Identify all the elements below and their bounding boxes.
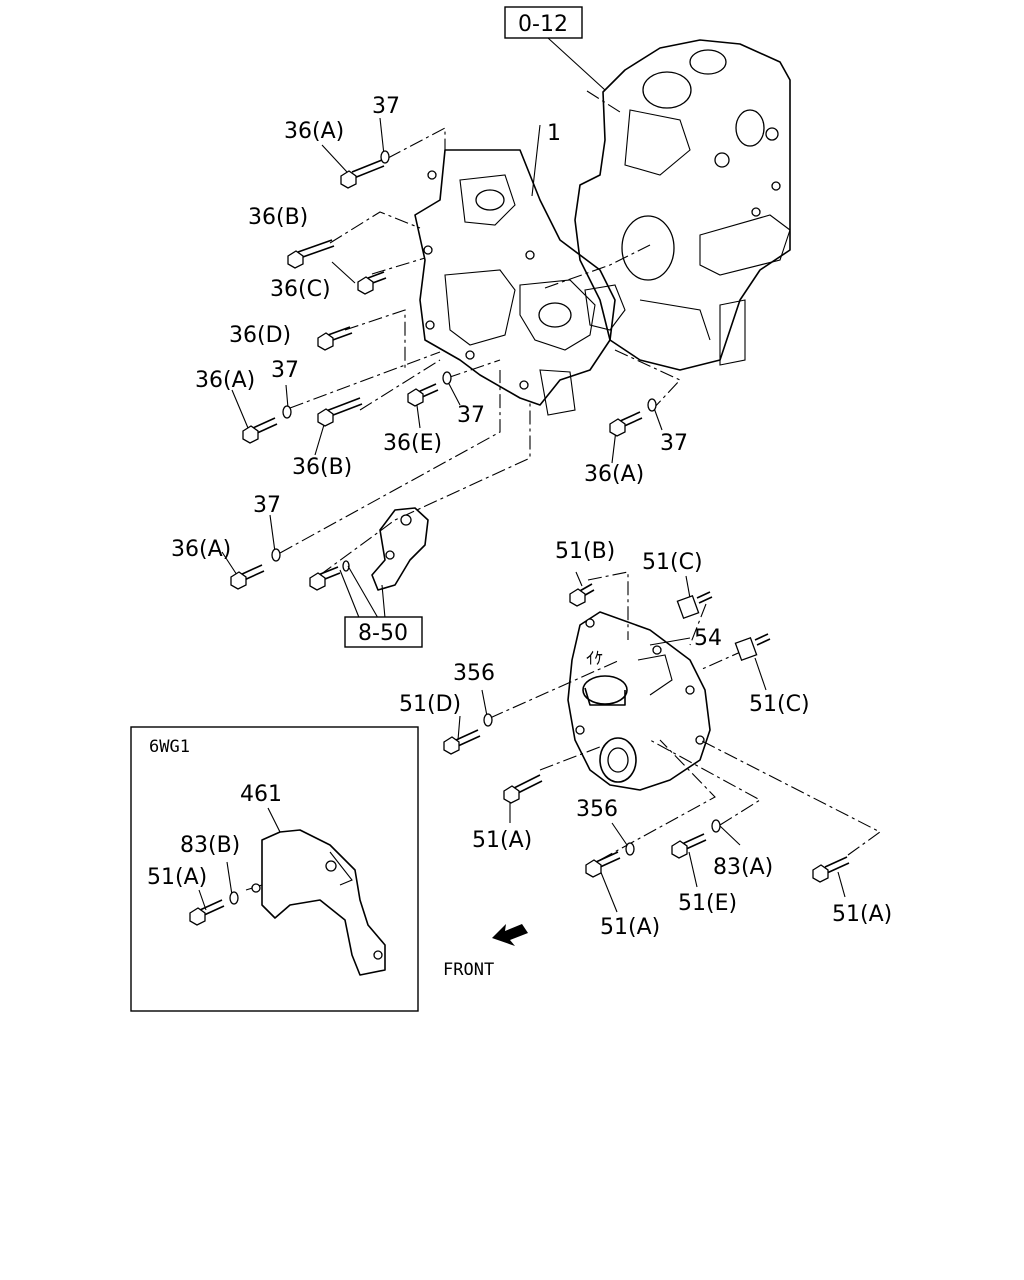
fastener-36A-1 [340, 159, 385, 189]
ref-0-12: 0-12 [518, 12, 568, 37]
cover-461 [261, 829, 386, 976]
fastener-36D [317, 326, 353, 351]
washer-83A [711, 819, 721, 833]
label-36B-b: 36(B) [292, 455, 352, 480]
leader-51A-inset [198, 889, 207, 911]
leader-83B [226, 861, 233, 896]
label-83A: 83(A) [713, 855, 773, 880]
washer-356-2 [625, 842, 635, 856]
leader-461 [267, 807, 281, 833]
label-37-c: 37 [457, 403, 485, 428]
washer-37-2 [282, 405, 292, 419]
label-356-a: 356 [453, 661, 495, 686]
label-36E: 36(E) [383, 431, 442, 456]
ref-box-0-12 [504, 6, 583, 39]
label-36A-c: 36(A) [584, 462, 644, 487]
stud-51C-1 [676, 591, 713, 620]
fastener-51A-inset [189, 883, 263, 926]
label-83B: 83(B) [180, 833, 240, 858]
fastener-51A-1 [503, 774, 543, 804]
label-1: 1 [547, 121, 561, 146]
front-arrow-icon [492, 924, 528, 946]
washer-37-4 [647, 398, 657, 412]
ref-box-8-50 [344, 616, 423, 648]
label-37-d: 37 [660, 431, 688, 456]
fastener-51E [671, 833, 707, 859]
engine-block [574, 39, 791, 371]
label-36B-a: 36(B) [248, 205, 308, 230]
label-51A-a: 51(A) [472, 828, 532, 853]
label-37-a: 37 [372, 94, 400, 119]
label-36C: 36(C) [270, 277, 331, 302]
fastener-51A-3 [812, 856, 850, 883]
washer-356-1 [483, 713, 493, 727]
stud-51C-2 [734, 633, 771, 662]
fastener-51B [569, 583, 595, 607]
label-51E: 51(E) [678, 891, 737, 916]
label-36A-d: 36(A) [171, 537, 231, 562]
label-36D: 36(D) [229, 323, 291, 348]
washer-37-5 [271, 548, 281, 562]
label-461: 461 [240, 782, 282, 807]
fastener-36B-2 [317, 397, 363, 427]
label-51A-c: 51(A) [832, 902, 892, 927]
fastener-36A-2 [242, 417, 278, 444]
washer-83B [229, 891, 239, 905]
front-cover: ｲｹ [567, 611, 711, 791]
inset-title: 6WG1 [149, 737, 190, 757]
alignment-lines-lower [457, 571, 882, 913]
label-356-b: 356 [576, 797, 618, 822]
label-36A-b: 36(A) [195, 368, 255, 393]
washer-37-3 [442, 371, 452, 385]
front-label: FRONT [443, 960, 494, 980]
label-37-b: 37 [271, 358, 299, 383]
fastener-51D [443, 729, 481, 755]
fastener-36C [357, 271, 387, 295]
ref-8-50: 8-50 [358, 621, 408, 646]
label-37-e: 37 [253, 493, 281, 518]
fastener-36B-1 [287, 239, 335, 269]
timing-gear-case [414, 149, 626, 416]
label-36A-a: 36(A) [284, 119, 344, 144]
label-51B: 51(B) [555, 539, 615, 564]
svg-text:ｲｹ: ｲｹ [586, 649, 603, 669]
fastener-36E [407, 383, 439, 407]
label-51A-b: 51(A) [600, 915, 660, 940]
bracket-8-50 [309, 507, 429, 621]
label-51C-b: 51(C) [749, 692, 810, 717]
label-51D: 51(D) [399, 692, 461, 717]
label-51C-a: 51(C) [642, 550, 703, 575]
washer-37-1 [380, 150, 390, 164]
inset-frame [130, 726, 419, 1012]
label-51A-d: 51(A) [147, 865, 207, 890]
fastener-36A-4 [230, 564, 265, 590]
fastener-51A-2 [585, 851, 621, 878]
fastener-36A-3 [609, 411, 643, 437]
label-54: 54 [694, 626, 722, 651]
